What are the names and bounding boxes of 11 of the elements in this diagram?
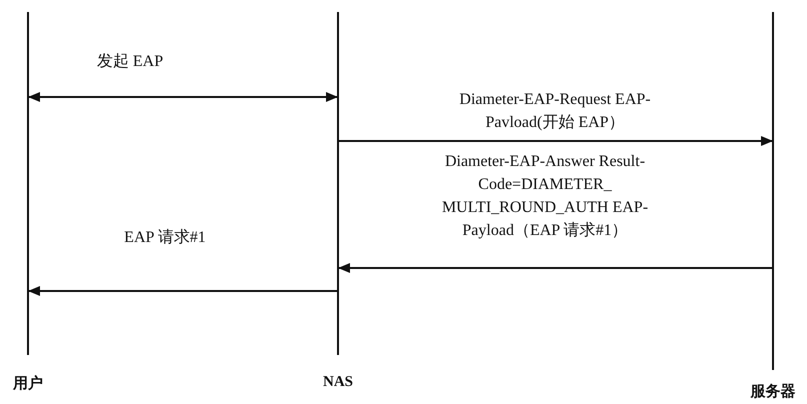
message-label: 发起 EAP [96, 52, 164, 72]
message-arrow [28, 92, 338, 102]
participant-name: 用户 [12, 374, 44, 393]
message-arrow [338, 263, 773, 273]
message-label: Diameter-EAP-Request EAP-Pavload(开始 EAP） [458, 90, 652, 133]
message-arrow [28, 286, 338, 296]
message-label: Diameter-EAP-Answer Result-Code=DIAMETER_ MULTI_ROUND_AUTH EAP-Payload（EAP 请求#1） [440, 152, 650, 241]
message-arrow [338, 136, 773, 146]
participant-name: NAS [322, 374, 354, 391]
message-label: EAP 请求#1 [123, 228, 207, 248]
participant-name: 服务器 [749, 382, 796, 401]
